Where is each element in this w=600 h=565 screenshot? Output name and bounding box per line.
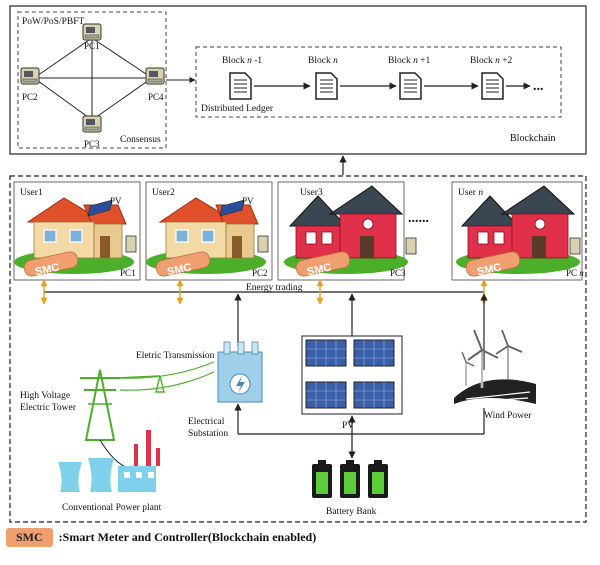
pc2-user-label: PC2 [252,268,268,278]
solar-panel-icon [353,339,395,367]
wind-turbine-icon [454,329,536,404]
user3-box [277,181,405,281]
pc3-label: PC3 [84,139,100,149]
block-label: Block n -1 [222,56,262,66]
pc1-user-icon [125,235,137,253]
pc4-label: PC4 [148,92,164,102]
pcn-user-icon [569,237,581,255]
pv-farm-label: PV [342,421,354,431]
pv-roof-panel [87,199,113,217]
ledger-label: Distributed Ledger [201,104,274,114]
block-document-icon [481,72,504,100]
consensus-protocol-label: PoW/PoS/PBFT [22,17,84,27]
energy-trading-label: Energy trading [246,283,303,293]
wind-power-label: Wind Power [484,411,532,421]
smc-label: SMC [34,261,60,278]
conventional-power-plant-icon [58,430,160,492]
legend-text: :Smart Meter and Controller(Blockchain e… [58,529,317,544]
users-ellipsis: ...... [408,211,429,226]
pc4-node-icon [145,67,165,85]
electric-transmission-label: Eletric Transmission [136,351,215,361]
energy-system-panel [9,175,587,523]
house-usern: SMC [456,185,581,278]
tower-label-line1: High Voltage [20,391,70,401]
blockchain-panel [9,5,587,155]
substation-label-line2: Substation [188,429,228,439]
house-user1: SMC [14,197,137,278]
blockchain-label: Blockchain [510,133,556,144]
substation-label-line1: Electrical [188,417,225,427]
substation-icon [217,341,263,403]
block-label: Block n [308,56,338,66]
pc1-label: PC1 [84,41,100,51]
tower-label-line2: Electric Tower [20,403,77,413]
user3-label: User3 [300,188,323,198]
distributed-ledger-box [195,46,562,118]
block-document-icon [229,72,252,100]
pcn-user-label: PC n [566,268,584,278]
power-plant-label: Conventional Power plant [62,503,162,513]
smc-badge-user2 [155,251,211,277]
smc-badge-user3 [295,251,351,277]
pv-label-user2: PV [242,196,254,206]
consensus-mesh [33,37,153,121]
solar-panel-icon [353,381,395,409]
user1-label: User1 [20,188,43,198]
pc2-user-icon [257,235,269,253]
legend: SMC :Smart Meter and Controller(Blockcha… [6,527,594,547]
battery-bank-label: Battery Bank [326,507,377,517]
consensus-box [17,11,167,149]
user2-label: User2 [152,188,175,198]
block-label: Block n +1 [388,56,431,66]
pc2-label: PC2 [22,92,38,102]
blocks-ellipsis: ... [533,79,544,94]
pc2-node-icon [20,67,40,85]
house-user2: SMC [146,197,269,278]
consensus-label: Consensus [120,135,161,145]
blockchain-energy-diagram: Blockchain PoW/PoS/PBFT Consensus PC1 PC… [9,5,587,523]
pc3-user-label: PC3 [390,268,406,278]
house-user3: SMC [284,185,417,278]
pc1-user-label: PC1 [120,268,136,278]
smc-label: SMC [306,261,332,278]
block-document-icon [315,72,338,100]
smc-label: SMC [166,261,192,278]
solar-panel-icon [305,381,347,409]
pv-roof-panel [219,199,245,217]
block-document-icon [399,72,422,100]
smc-badge-user1 [23,251,79,277]
user1-box [13,181,141,281]
pc1-node-icon [82,23,102,41]
block-label: Block n +2 [470,56,513,66]
pv-solar-farm [301,335,403,415]
pc3-node-icon [82,115,102,133]
block-chain-row: Block n -1 Block n Block n +1 Block n +2… [222,56,544,100]
legend-smc-badge: SMC [6,527,53,547]
solar-panel-icon [305,339,347,367]
pc3-user-icon [405,237,417,255]
high-voltage-tower-icon [80,361,215,471]
usern-box [451,181,583,281]
smc-badge-usern [465,251,521,277]
usern-label: User n [458,188,483,198]
user2-box [145,181,273,281]
pv-label-user1: PV [110,196,122,206]
smc-label: SMC [476,261,502,278]
battery-bank-icon [312,460,388,498]
